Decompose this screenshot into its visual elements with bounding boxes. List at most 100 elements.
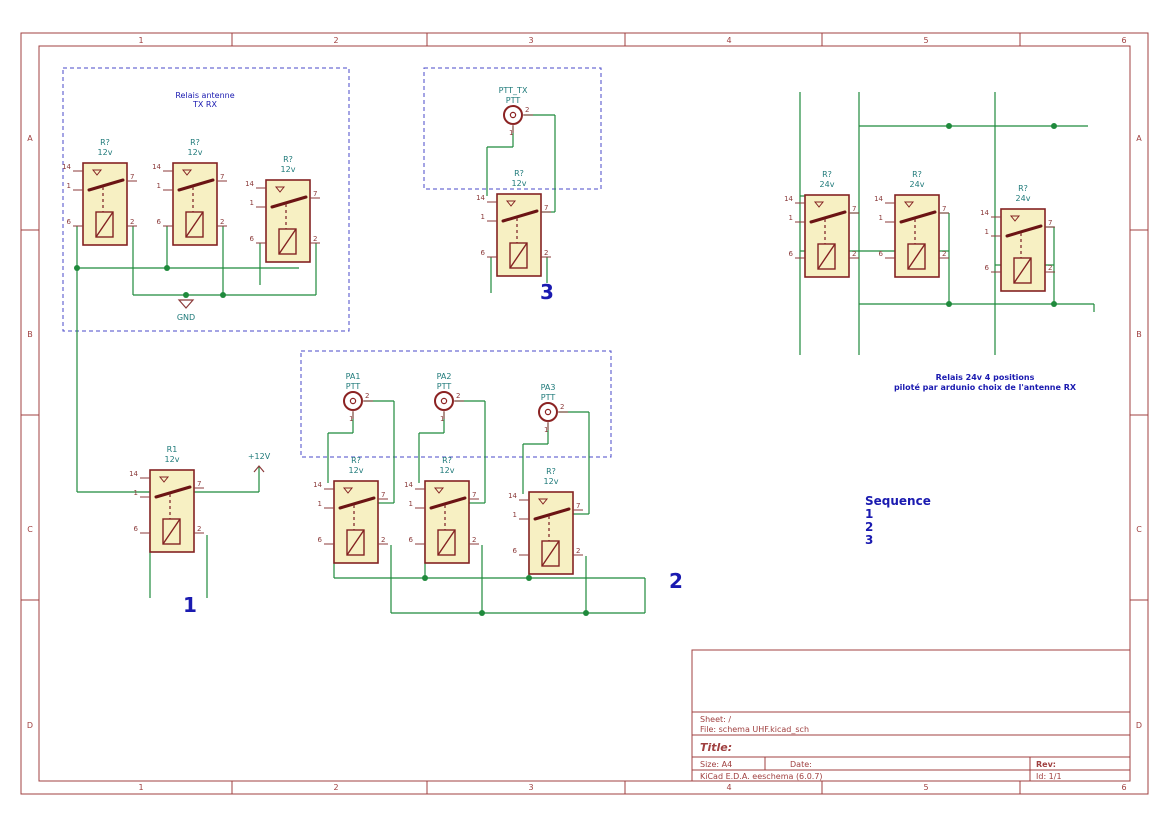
relay-tx-2[interactable]: 14 1 7 6 2 R? 12v xyxy=(152,138,227,246)
connectors: 1 2 PTT_TX PTT 1 2 PA1 PTT 1 2 PA2 PTT xyxy=(343,86,568,434)
relay-ref: R? xyxy=(822,170,832,179)
file-label: File: schema UHF.kicad_sch xyxy=(700,725,809,734)
relay-pin-numbers: 14 1 7 6 2 xyxy=(508,492,580,555)
relay-body xyxy=(149,469,195,553)
pin-num-7: 7 xyxy=(130,173,134,181)
plus12v-label: +12V xyxy=(248,452,271,461)
relay-ref: R? xyxy=(100,138,110,147)
vcc-arrow-icon xyxy=(253,465,265,473)
relay-24v-1[interactable]: 14 1 7 6 2 R? 24v xyxy=(784,170,859,278)
relay-polarity-marker-icon xyxy=(813,201,825,208)
tool-label: KiCad E.D.A. eeschema (6.0.7) xyxy=(700,772,823,781)
relay-pins xyxy=(519,499,583,556)
junction xyxy=(946,123,952,129)
connector-pa3[interactable]: 1 2 PA3 PTT xyxy=(538,383,568,434)
plus12v-symbol[interactable]: +12V xyxy=(248,452,271,473)
relay-value: 12v xyxy=(440,466,455,475)
relay-contact-arm xyxy=(533,507,571,521)
relay-pa-1[interactable]: 14 1 7 6 2 R? 12v xyxy=(313,456,388,564)
note-line: 1 xyxy=(865,507,873,521)
title-block-text: Sheet: / File: schema UHF.kicad_sch Titl… xyxy=(700,715,1062,781)
relay-tx-1[interactable]: 14 1 7 6 2 R? 12v xyxy=(62,138,137,246)
relay-body xyxy=(496,193,542,277)
junction xyxy=(164,265,170,271)
connector-pa2[interactable]: 1 2 PA2 PTT xyxy=(434,372,464,423)
relay-value: 24v xyxy=(1016,194,1031,203)
relay-ptt-tx[interactable]: 14 1 7 6 2 R? 12v xyxy=(476,169,551,277)
relay-pins xyxy=(256,187,320,244)
relay-24v-2[interactable]: 14 1 7 6 2 R? 24v xyxy=(874,170,949,278)
connector-value: PTT xyxy=(506,96,521,105)
relay-r1[interactable]: 14 1 7 6 2 R1 12v xyxy=(129,445,204,553)
relay-coil xyxy=(541,540,560,567)
pin-num-6: 6 xyxy=(157,218,162,226)
pin-num-1: 1 xyxy=(157,182,161,190)
pin-num-7: 7 xyxy=(197,480,201,488)
connector-ref: PA1 xyxy=(346,372,361,381)
title-block: Sheet: / File: schema UHF.kicad_sch Titl… xyxy=(691,649,1131,782)
relay-labels: R1 12v xyxy=(165,445,180,464)
gnd-label: GND xyxy=(177,313,195,322)
relay-contact-arm xyxy=(899,210,937,224)
relay-polarity-marker-icon xyxy=(342,487,354,494)
relay-pa-3[interactable]: 14 1 7 6 2 R? 12v xyxy=(508,467,583,575)
sheet-label: Sheet: / xyxy=(700,715,731,724)
pin-num-14: 14 xyxy=(404,481,413,489)
relay-body xyxy=(265,179,311,263)
frame-col-label-bot-5: 5 xyxy=(923,783,928,792)
box-ptt-tx xyxy=(423,67,602,190)
relay-coil-diagonal xyxy=(162,518,181,545)
relay-tx-3[interactable]: 14 1 7 6 2 R? 12v xyxy=(245,155,320,263)
gnd-symbol[interactable]: GND xyxy=(177,299,195,322)
relay-contact-arm xyxy=(154,485,192,499)
relay-24v-3[interactable]: 14 1 7 6 2 R? 24v xyxy=(980,184,1055,292)
relay-coil xyxy=(509,242,528,269)
frame-row-label-left-c: C xyxy=(27,525,33,534)
connector-ref: PA2 xyxy=(437,372,452,381)
relay-pins xyxy=(324,488,388,545)
relay-labels: R? 12v xyxy=(98,138,113,157)
pin-num-1: 1 xyxy=(67,182,71,190)
pin-num-2: 2 xyxy=(197,525,201,533)
sheet-boxes xyxy=(62,67,612,458)
connector-ptt-tx[interactable]: 1 2 PTT_TX PTT xyxy=(499,86,533,137)
note-relais-antenne: Relais antenne TX RX xyxy=(175,91,234,109)
frame-row-label-right-b: B xyxy=(1136,330,1142,339)
relay-labels: R? 24v xyxy=(820,170,835,189)
frame-row-label-right-a: A xyxy=(1136,134,1142,143)
title-block-frame xyxy=(691,649,1131,782)
relay-contact-arm xyxy=(87,178,125,192)
box-pa-ptt xyxy=(300,350,612,458)
relay-coil xyxy=(162,518,181,545)
pin-num-14: 14 xyxy=(152,163,161,171)
connector-value: PTT xyxy=(346,382,361,391)
relay-pins xyxy=(415,488,479,545)
connector-pin1-number: 1 xyxy=(509,129,513,137)
relay-coil-diagonal xyxy=(817,243,836,270)
junction xyxy=(1051,301,1057,307)
frame-col-label-top-5: 5 xyxy=(923,36,928,45)
relay-value: 12v xyxy=(512,179,527,188)
relay-pin-numbers: 14 1 7 6 2 xyxy=(476,194,548,257)
frame-row-label-right-d: D xyxy=(1136,721,1142,730)
relay-value: 12v xyxy=(188,148,203,157)
pin-num-6: 6 xyxy=(250,235,255,243)
frame-row-label-left-b: B xyxy=(27,330,33,339)
pin-num-2: 2 xyxy=(130,218,134,226)
relay-pa-2[interactable]: 14 1 7 6 2 R? 12v xyxy=(404,456,479,564)
marker-1: 1 xyxy=(183,593,197,617)
relay-value: 12v xyxy=(98,148,113,157)
relay-contact-arm xyxy=(177,178,215,192)
relay-coil-diagonal xyxy=(1013,257,1032,284)
relay-ref: R? xyxy=(190,138,200,147)
pin-num-7: 7 xyxy=(472,491,476,499)
relay-polarity-marker-icon xyxy=(1009,215,1021,222)
connector-inner-circle-icon xyxy=(544,408,552,416)
pin-num-1: 1 xyxy=(250,199,254,207)
connector-inner-circle-icon xyxy=(440,397,448,405)
pin-num-1: 1 xyxy=(409,500,413,508)
connector-pa1[interactable]: 1 2 PA1 PTT xyxy=(343,372,373,423)
marker-3: 3 xyxy=(540,280,554,304)
relay-body xyxy=(82,162,128,246)
